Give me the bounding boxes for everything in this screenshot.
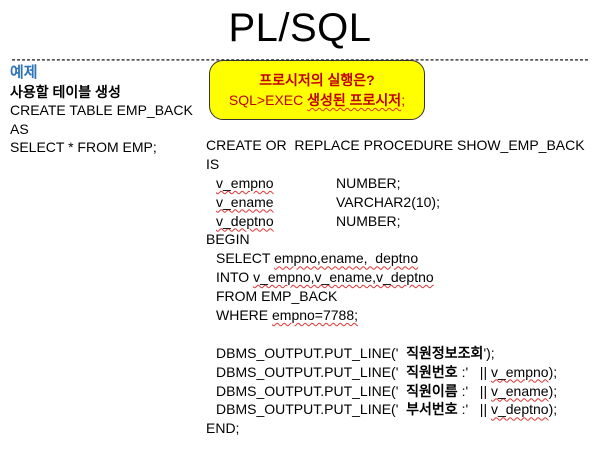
where-keyword: WHERE — [216, 307, 272, 324]
decl-type: VARCHAR2(10); — [336, 193, 440, 210]
example-subtitle: 사용할 테이블 생성 — [10, 83, 121, 100]
code-end: END; — [206, 420, 240, 437]
where-condition: empno=7788; — [272, 307, 359, 324]
put-line-var: v_empno — [490, 363, 549, 380]
example-panel: 예제 사용할 테이블 생성 CREATE TABLE EMP_BACK AS S… — [10, 64, 193, 157]
put-line-mid: :' || — [457, 363, 491, 380]
decl-row: v_empno NUMBER; — [206, 174, 585, 193]
put-line-var: v_ename — [490, 382, 549, 399]
put-line-row: DBMS_OUTPUT.PUT_LINE(' 부서번호 :' || v_dept… — [206, 400, 585, 419]
callout-command-suffix: ; — [401, 92, 406, 108]
code-header: CREATE OR REPLACE PROCEDURE SHOW_EMP_BAC… — [206, 137, 585, 153]
select-keyword: SELECT — [216, 250, 275, 267]
code-from: FROM EMP_BACK — [206, 287, 585, 306]
put-line-call: DBMS_OUTPUT.PUT_LINE(' — [216, 344, 407, 361]
put-line-end: ); — [548, 382, 558, 399]
example-line: SELECT * FROM EMP; — [10, 139, 157, 156]
callout-command: SQL>EXEC 생성된 프로시저; — [210, 90, 424, 110]
put-line-mid: :' || — [457, 401, 491, 418]
put-line-var: v_deptno — [490, 401, 549, 418]
decl-name: v_ename — [216, 193, 274, 210]
code-begin: BEGIN — [206, 231, 250, 248]
put-line-call: DBMS_OUTPUT.PUT_LINE(' — [216, 401, 407, 418]
decl-name: v_deptno — [216, 212, 274, 229]
code-blank — [206, 325, 585, 344]
put-line-mid: '); — [483, 344, 495, 361]
decl-row: v_deptno NUMBER; — [206, 212, 585, 231]
put-line-mid: :' || — [457, 382, 491, 399]
decl-row: v_ename VARCHAR2(10); — [206, 193, 585, 212]
put-line-row: DBMS_OUTPUT.PUT_LINE(' 직원번호 :' || v_empn… — [206, 363, 585, 382]
into-variables: v_empno,v_ename,v_deptno — [253, 269, 434, 286]
put-line-text: 직원번호 — [406, 363, 458, 380]
decl-name: v_empno — [216, 174, 274, 191]
put-line-row: DBMS_OUTPUT.PUT_LINE(' 직원정보조회'); — [206, 344, 585, 363]
code-where: WHERE empno=7788; — [206, 306, 585, 325]
put-line-text: 직원정보조회 — [406, 344, 484, 361]
put-line-call: DBMS_OUTPUT.PUT_LINE(' — [216, 382, 407, 399]
code-into: INTO v_empno,v_ename,v_deptno — [206, 268, 585, 287]
example-line: CREATE TABLE EMP_BACK — [10, 102, 193, 119]
decl-type: NUMBER; — [336, 212, 401, 229]
put-line-text: 직원이름 — [406, 382, 458, 399]
callout-command-procedure: 생성된 프로시저 — [307, 92, 402, 108]
into-keyword: INTO — [216, 269, 254, 286]
example-label: 예제 — [10, 64, 38, 81]
callout-box: 프로시저의 실행은? SQL>EXEC 생성된 프로시저; — [209, 60, 425, 120]
code-select: SELECT empno,ename, deptno — [206, 249, 585, 268]
example-line: AS — [10, 120, 29, 137]
callout-question: 프로시저의 실행은? — [259, 72, 375, 88]
select-columns: empno,ename, deptno — [274, 250, 419, 267]
put-line-end: ); — [548, 363, 558, 380]
from-clause: FROM EMP_BACK — [216, 288, 338, 305]
code-block: CREATE OR REPLACE PROCEDURE SHOW_EMP_BAC… — [206, 136, 585, 438]
decl-type: NUMBER; — [336, 174, 401, 191]
callout-command-prefix: SQL>EXEC — [228, 92, 308, 108]
put-line-row: DBMS_OUTPUT.PUT_LINE(' 직원이름 :' || v_enam… — [206, 382, 585, 401]
put-line-text: 부서번호 — [406, 401, 458, 418]
slide-title: PL/SQL — [228, 6, 372, 50]
put-line-call: DBMS_OUTPUT.PUT_LINE(' — [216, 363, 407, 380]
code-is: IS — [206, 155, 220, 172]
put-line-end: ); — [548, 401, 558, 418]
